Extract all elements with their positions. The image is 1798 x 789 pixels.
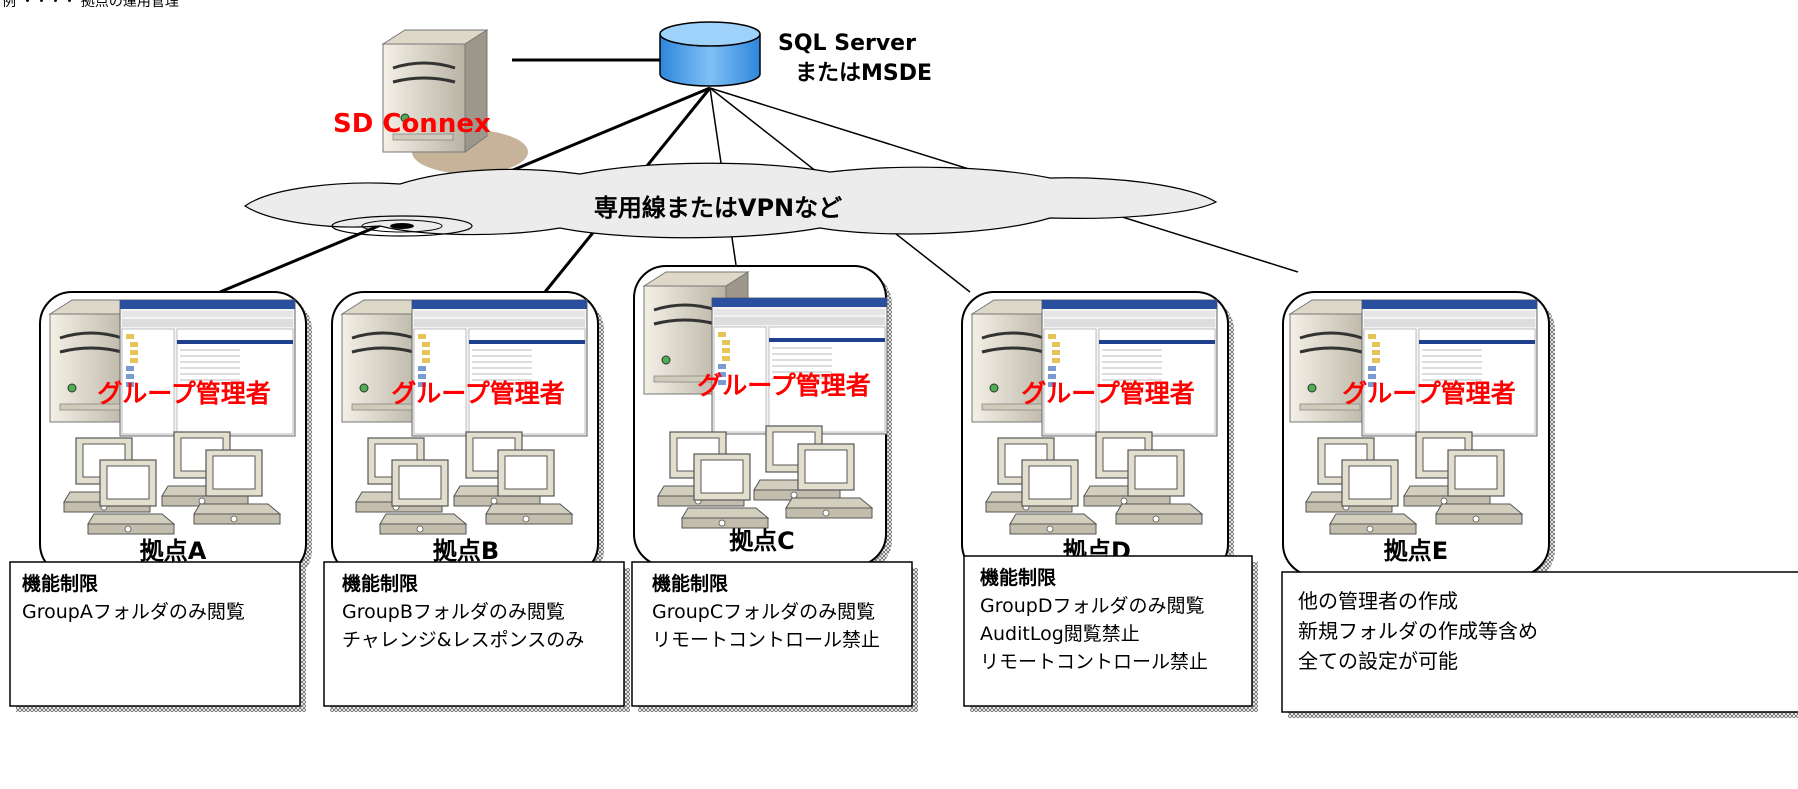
database-label-line2: またはMSDE — [795, 61, 932, 86]
network-cloud: 専用線またはVPNなど — [243, 162, 1218, 239]
site-b: グループ管理者 拠点B — [331, 291, 604, 582]
site-c-notes: 機能制限 GroupCフォルダのみ閲覧 リモートコントロール禁止 — [631, 561, 918, 712]
site-d-note-4: リモートコントロール禁止 — [980, 651, 1208, 673]
console-window-icon — [711, 297, 888, 435]
site-e-notes: 他の管理者の作成 新規フォルダの作成等含め 全ての設定が可能 — [1281, 571, 1798, 718]
site-a: グループ管理者 拠点A — [39, 291, 312, 582]
site-e-admin-label: グループ管理者 — [1342, 379, 1516, 408]
database: SQL Server またはMSDE — [659, 21, 932, 87]
site-d-notes: 機能制限 GroupDフォルダのみ閲覧 AuditLog閲覧禁止 リモートコント… — [963, 555, 1258, 712]
site-d: グループ管理者 拠点D — [961, 291, 1234, 582]
site-e-name: 拠点E — [1384, 537, 1448, 565]
site-b-admin-label: グループ管理者 — [391, 379, 565, 408]
site-d-admin-label: グループ管理者 — [1021, 379, 1195, 408]
main-server: SD Connex — [333, 28, 528, 174]
database-icon — [659, 21, 761, 47]
site-c-name: 拠点C — [729, 527, 795, 555]
site-c-note-2: GroupCフォルダのみ閲覧 — [652, 601, 875, 623]
site-a-name: 拠点A — [140, 537, 207, 565]
site-d-note-1: 機能制限 — [980, 566, 1056, 589]
site-c-admin-label: グループ管理者 — [697, 371, 871, 400]
site-b-name: 拠点B — [433, 537, 499, 565]
site-c-note-3: リモートコントロール禁止 — [652, 629, 880, 651]
cloud-icon — [243, 162, 1218, 239]
site-e-note-2: 新規フォルダの作成等含め — [1298, 619, 1538, 643]
network-label: 専用線またはVPNなど — [594, 194, 842, 222]
site-c-note-1: 機能制限 — [652, 572, 728, 595]
site-b-note-3: チャレンジ&レスポンスのみ — [342, 629, 584, 651]
main-server-label: SD Connex — [333, 109, 491, 139]
site-e-note-3: 全ての設定が可能 — [1298, 649, 1458, 673]
site-a-note-2: GroupAフォルダのみ閲覧 — [22, 601, 245, 623]
header-fragment: 例 ・・・・ 拠点の運用管理 — [2, 0, 179, 10]
site-e: グループ管理者 拠点E — [1282, 291, 1555, 582]
console-window-icon — [1041, 299, 1218, 437]
site-a-note-1: 機能制限 — [22, 572, 98, 595]
console-window-icon — [1361, 299, 1538, 437]
site-a-notes: 機能制限 GroupAフォルダのみ閲覧 — [9, 561, 306, 712]
site-b-note-1: 機能制限 — [342, 572, 418, 595]
site-a-admin-label: グループ管理者 — [97, 379, 271, 408]
site-b-notes: 機能制限 GroupBフォルダのみ閲覧 チャレンジ&レスポンスのみ — [323, 561, 630, 712]
site-d-note-2: GroupDフォルダのみ閲覧 — [980, 595, 1204, 617]
site-d-note-3: AuditLog閲覧禁止 — [980, 623, 1140, 645]
database-label-line1: SQL Server — [778, 31, 916, 56]
site-e-note-1: 他の管理者の作成 — [1298, 589, 1458, 613]
site-c: グループ管理者 拠点C — [633, 265, 892, 572]
console-window-icon — [411, 299, 588, 437]
console-window-icon — [119, 299, 296, 437]
site-b-note-2: GroupBフォルダのみ閲覧 — [342, 601, 565, 623]
